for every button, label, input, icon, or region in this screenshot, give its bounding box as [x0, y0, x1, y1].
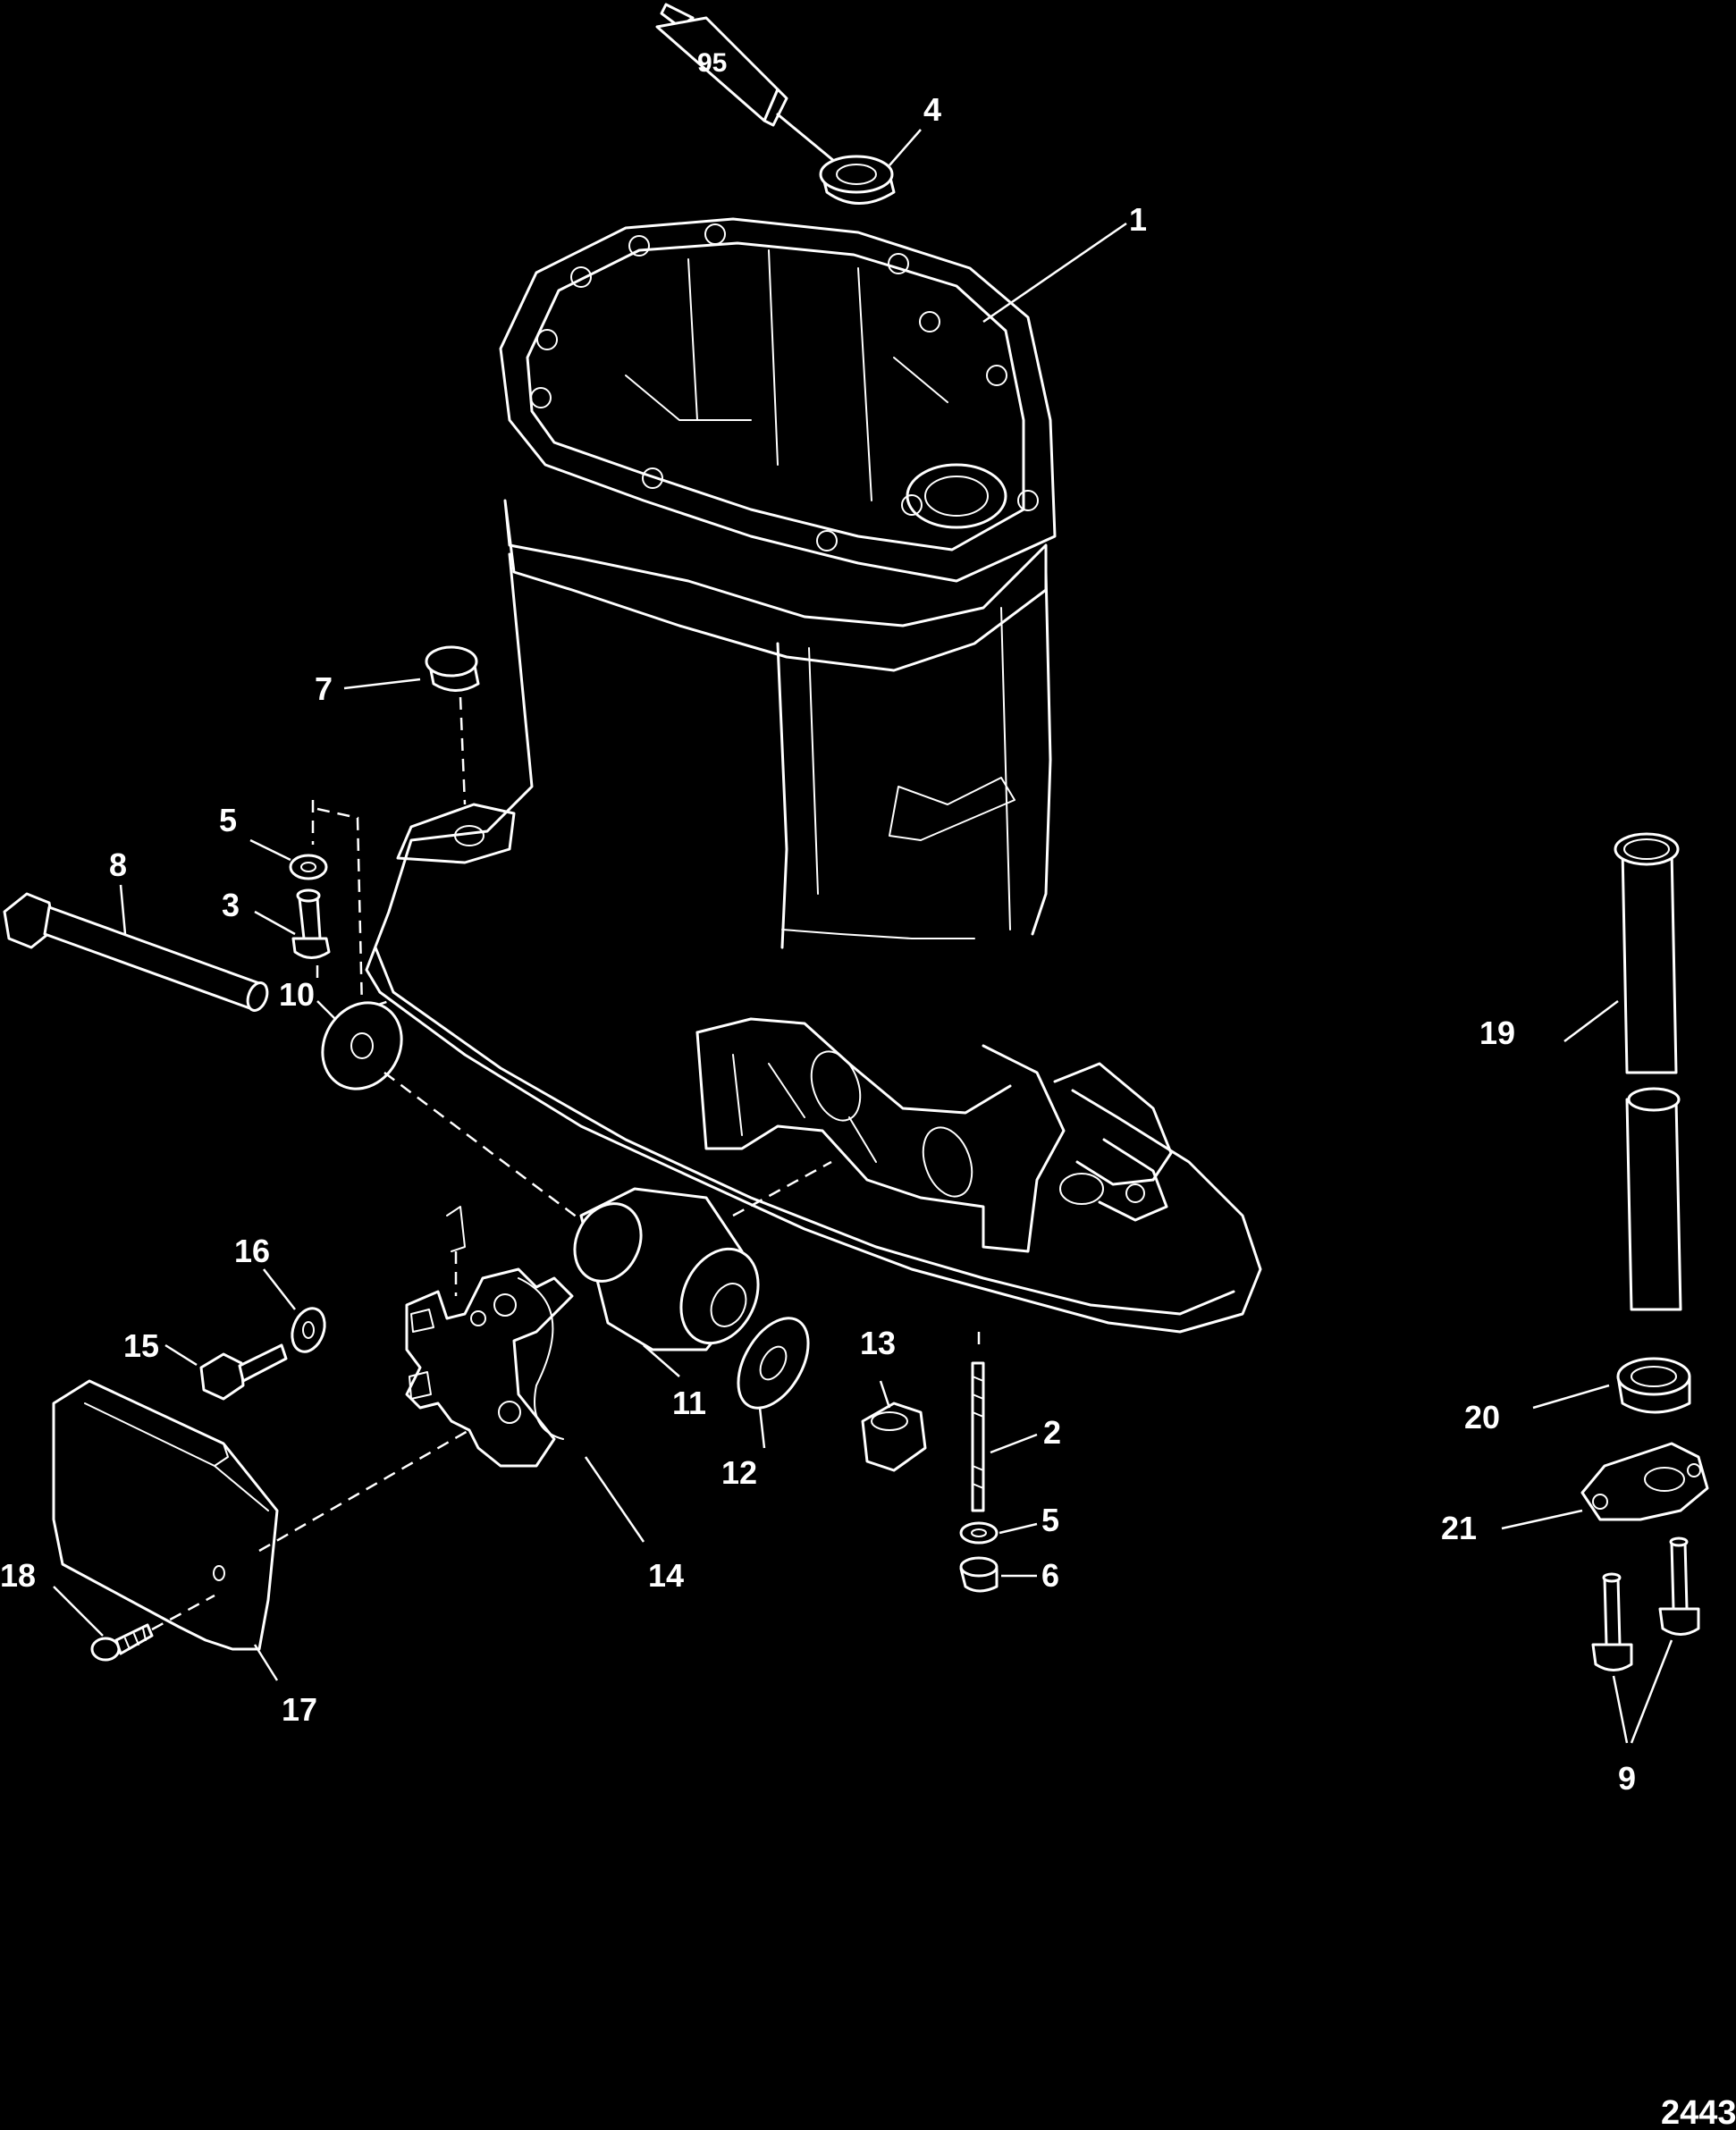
callout-3: 3	[222, 887, 240, 923]
part-5-washer-lower	[959, 1521, 1038, 1545]
sealant-tube-95: 95	[655, 3, 847, 172]
part-3-screw	[254, 888, 331, 959]
part-9-screws	[1591, 1536, 1700, 1744]
callout-20: 20	[1464, 1399, 1500, 1435]
part-11-mount	[573, 1160, 832, 1377]
callout-21: 21	[1441, 1510, 1477, 1546]
part-6-nut	[959, 1556, 1037, 1593]
callout-15: 15	[123, 1327, 159, 1364]
callout-13: 13	[860, 1325, 896, 1361]
leader-1	[982, 222, 1127, 324]
part-15-screw	[164, 1343, 288, 1401]
callout-12: 12	[721, 1454, 757, 1491]
callout-6: 6	[1041, 1557, 1059, 1594]
callout-7: 7	[315, 670, 333, 707]
part-4-seal	[819, 129, 922, 205]
callout-1: 1	[1129, 201, 1147, 238]
callout-17: 17	[282, 1691, 317, 1728]
part-7-plug	[343, 645, 480, 805]
callout-labels: 4 1 7 5 8 3 10 19 16 13 15 11 20 2 12 5 …	[0, 91, 1736, 2130]
callout-18: 18	[0, 1557, 36, 1594]
part-16-washer	[263, 1268, 326, 1353]
part-17-cover	[52, 1379, 470, 1681]
callout-5-upper: 5	[219, 802, 237, 838]
dashed-guide-upper	[311, 800, 390, 1012]
part-5-washer-upper	[249, 838, 328, 880]
callout-11: 11	[672, 1385, 706, 1421]
callout-16: 16	[234, 1233, 270, 1269]
part-10-washer	[316, 1000, 582, 1221]
part-8-long-bolt	[3, 884, 269, 1012]
callout-10: 10	[279, 976, 315, 1013]
callout-4: 4	[923, 91, 941, 128]
callout-14: 14	[648, 1557, 684, 1594]
callout-2: 2	[1043, 1414, 1061, 1451]
part-2-stud	[971, 1332, 1038, 1512]
callout-9: 9	[1618, 1760, 1636, 1797]
part-21-bracket	[1501, 1442, 1709, 1530]
part-18-screw	[53, 1586, 215, 1662]
part-20-seal	[1532, 1357, 1691, 1414]
figure-number: 2443	[1661, 2094, 1736, 2130]
sealant-tube-label: 95	[697, 48, 727, 78]
driveshaft-housing	[365, 217, 1262, 1334]
part-14-clamp	[405, 1206, 645, 1543]
part-13-nut	[861, 1380, 927, 1472]
callout-5-lower: 5	[1041, 1502, 1059, 1538]
callout-8: 8	[109, 846, 127, 883]
part-19-water-tube	[1563, 832, 1682, 1311]
callout-19: 19	[1479, 1014, 1515, 1051]
part-12-washer	[737, 1317, 810, 1449]
